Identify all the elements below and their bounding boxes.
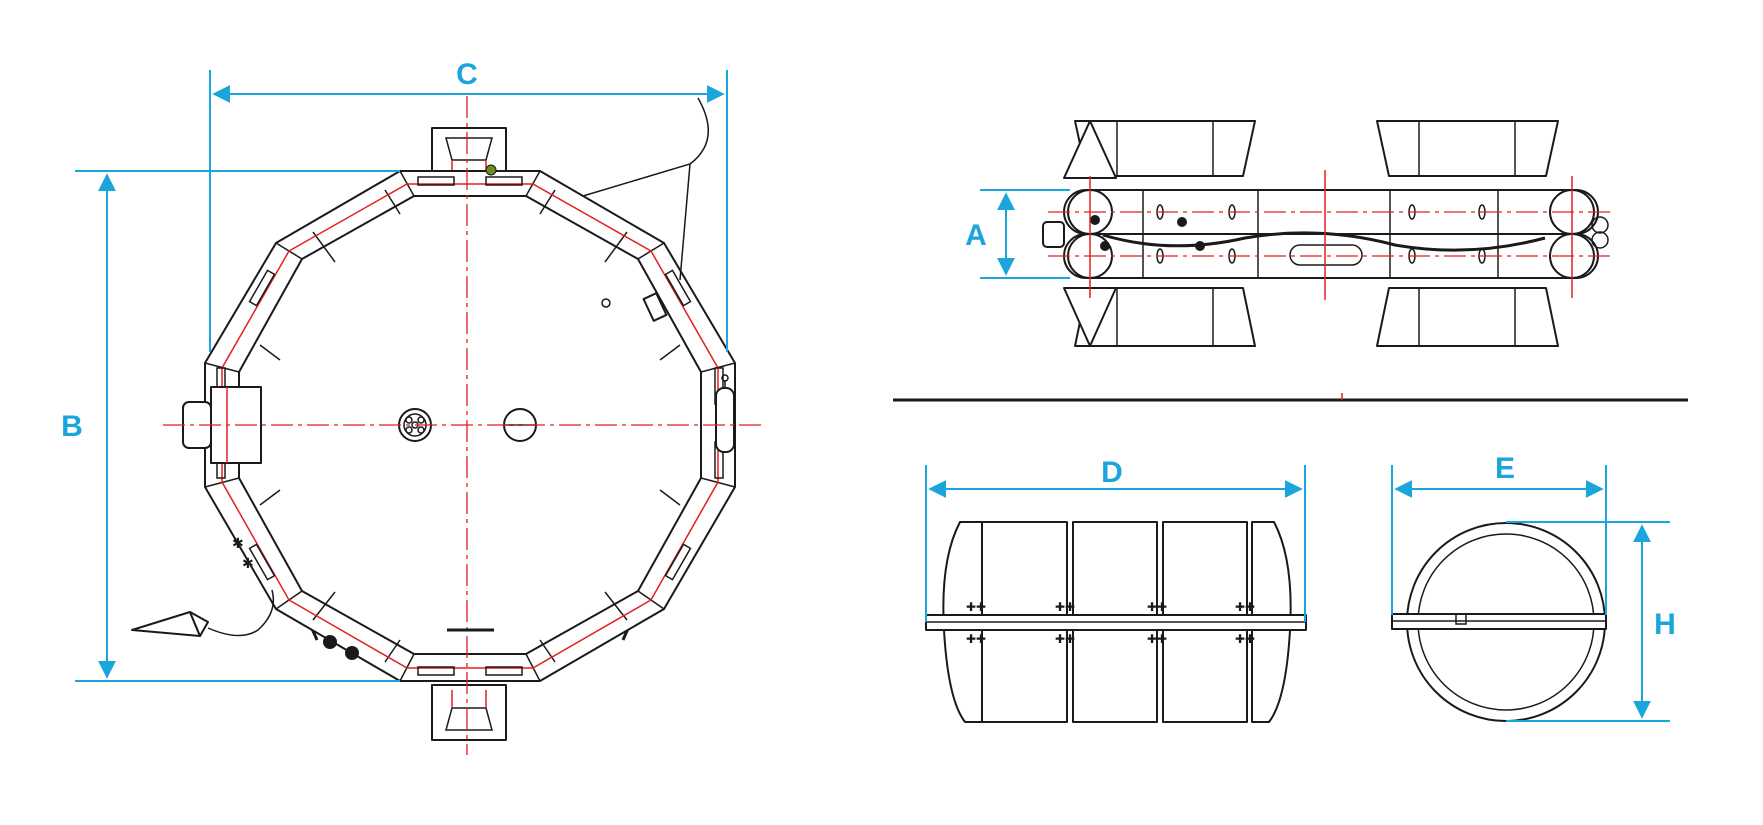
dimension-b: B: [61, 170, 400, 682]
dimension-label-c: C: [456, 58, 478, 91]
dimension-h: H: [1506, 521, 1676, 722]
svg-text:✚✚: ✚✚: [1147, 632, 1167, 646]
painter-line: [582, 97, 709, 281]
dimension-label-d: D: [1101, 456, 1123, 489]
side-view: [1042, 120, 1610, 347]
dimension-label-b: B: [61, 410, 83, 443]
svg-text:✚✚: ✚✚: [1055, 632, 1075, 646]
dimension-d: D: [925, 456, 1306, 622]
container-end-view: [1391, 522, 1607, 722]
dimension-label-h: H: [1654, 608, 1676, 641]
dimension-c: C: [209, 58, 728, 352]
svg-text:✱: ✱: [242, 555, 254, 571]
dimension-a: A: [965, 189, 1070, 279]
gas-cylinder: [715, 374, 735, 453]
svg-text:✚✚: ✚✚: [966, 632, 986, 646]
svg-text:✚✚: ✚✚: [1055, 600, 1075, 614]
svg-text:✚✚: ✚✚: [1235, 632, 1255, 646]
upper-arches: [1074, 120, 1559, 347]
svg-text:✚✚: ✚✚: [1235, 600, 1255, 614]
valve-dot-1: [323, 635, 337, 649]
svg-text:✱: ✱: [232, 535, 244, 551]
buoyancy-tube-ring: [204, 170, 736, 682]
dimension-e: E: [1391, 452, 1607, 615]
drogue-anchor: [131, 589, 275, 637]
light-fitting: [485, 164, 497, 176]
container-side-view: ✚✚ ✚✚ ✚✚ ✚✚ ✚✚ ✚✚ ✚✚ ✚✚: [925, 521, 1307, 723]
svg-text:✚✚: ✚✚: [1147, 600, 1167, 614]
dimension-label-a: A: [965, 219, 987, 252]
svg-text:✚✚: ✚✚: [966, 600, 986, 614]
top-view: ✱ ✱: [131, 96, 765, 755]
dimension-label-e: E: [1495, 452, 1515, 485]
valve-dot-2: [345, 646, 359, 660]
bottom-canister: [431, 684, 507, 741]
